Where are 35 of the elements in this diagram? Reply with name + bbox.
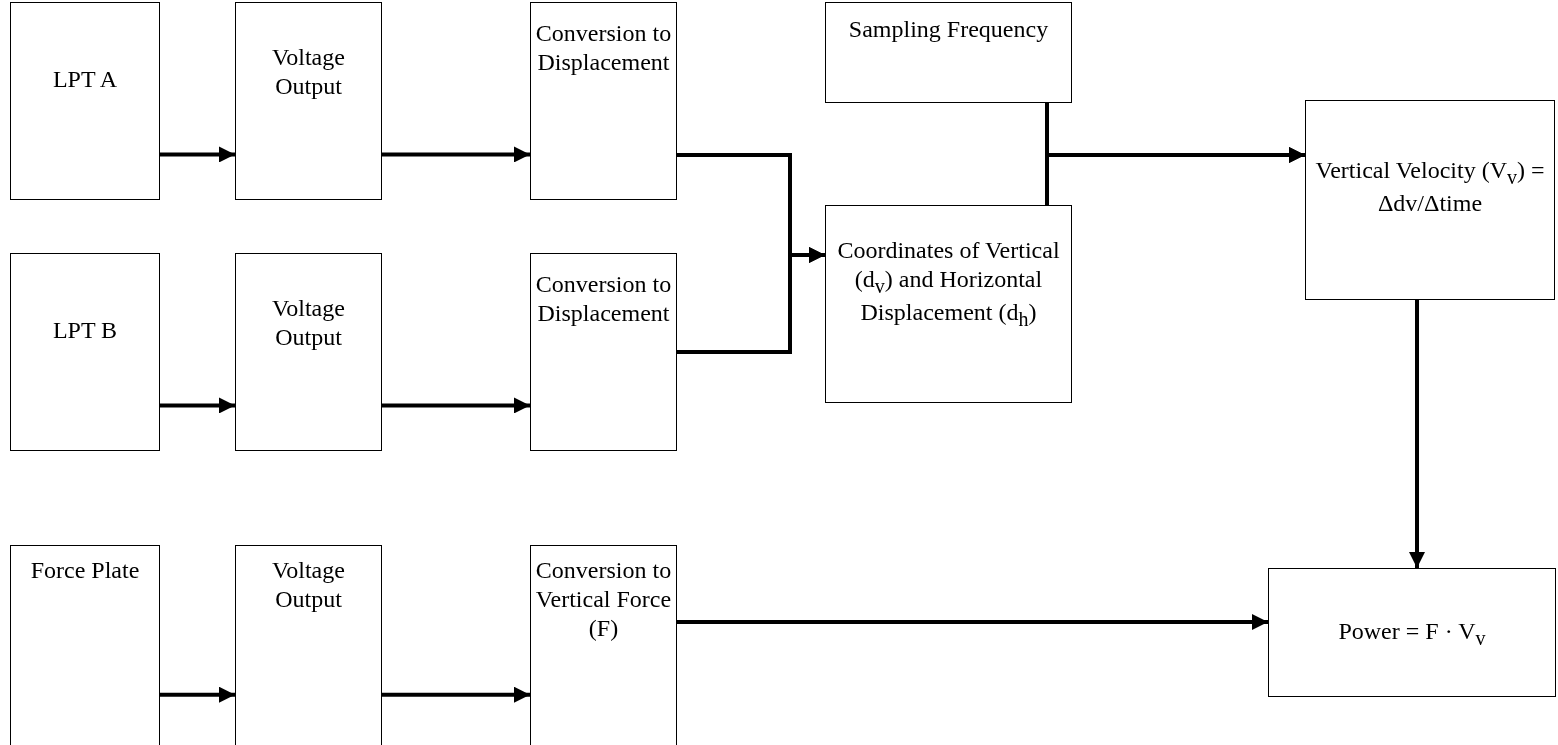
- arrow: [677, 614, 1268, 630]
- process-box: [235, 2, 382, 200]
- box-label: LPT B: [52, 316, 118, 345]
- arrow: [677, 247, 825, 354]
- process-box: [825, 2, 1072, 103]
- process-box: [530, 253, 677, 451]
- arrow: [382, 146, 530, 163]
- arrow: [382, 397, 530, 414]
- box-label: Power = F · V$_{v}$: [1338, 617, 1486, 650]
- arrow: [382, 686, 530, 703]
- arrow: [160, 146, 235, 163]
- box-label: Voltage Output: [271, 43, 346, 101]
- arrow: [160, 397, 235, 414]
- box-label: Sampling Frequency: [848, 15, 1049, 44]
- box-label: LPT A: [52, 65, 118, 94]
- box-label: Voltage Output: [271, 294, 346, 352]
- arrow: [160, 686, 235, 703]
- process-box: [1268, 568, 1556, 697]
- process-box: [235, 545, 382, 745]
- box-label: Force Plate: [30, 556, 140, 585]
- process-box: [825, 205, 1072, 403]
- process-box: [530, 545, 677, 745]
- box-label: Conversion to Displacement: [534, 19, 673, 77]
- box-label: Conversion to Displacement: [534, 270, 673, 328]
- box-label: Voltage Output: [271, 556, 346, 614]
- process-box: [235, 253, 382, 451]
- arrow: [1409, 300, 1425, 568]
- process-box: [10, 545, 160, 745]
- box-label: Conversion to Vertical Force (F): [534, 556, 673, 643]
- box-label: Vertical Velocity (V$_{v}$) = Δdv/Δtime: [1314, 156, 1546, 218]
- process-box: [1305, 100, 1555, 300]
- process-box: [10, 253, 160, 451]
- box-label: Coordinates of Vertical (d$_{v}$) and Horizontal Displacement (d$_{h}$): [836, 236, 1061, 331]
- process-box: [530, 2, 677, 200]
- process-box: [10, 2, 160, 200]
